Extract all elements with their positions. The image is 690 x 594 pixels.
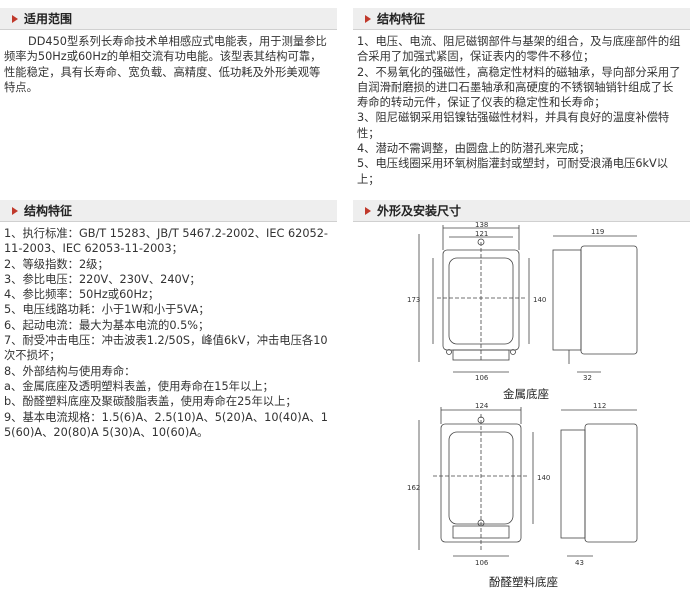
section-title: 外形及安装尺寸 [377,204,462,218]
feature-item: 1、电压、电流、阻尼磁钢部件与基架的组合，及与底座部件的组合采用了加强式紧固，保… [357,35,681,64]
arrow-right-icon [365,206,371,215]
dim-label: 124 [475,402,489,410]
mount-hole [510,349,516,355]
spec-item: a、金属底座及透明塑料表盖，使用寿命在15年以上； [4,379,274,393]
section-body: 1、电压、电流、阻尼磁钢部件与基架的组合，及与底座部件的组合采用了加强式紧固，保… [357,34,684,187]
arrow-right-icon [12,14,18,23]
structure-features-bottom-section: 结构特征 1、执行标准：GB/T 15283、JB/T 5467.2-2002、… [0,200,337,440]
dim-label: 32 [583,374,592,382]
spec-item: 9、基本电流规格：1.5(6)A、2.5(10)A、5(20)A、10(40)A… [4,410,328,439]
section-header: 适用范围 [0,8,337,30]
plastic-base-caption: 酚醛塑料底座 [489,575,558,589]
seal-hole [477,519,485,527]
section-title: 结构特征 [24,204,73,218]
spec-item: 2、等级指数：2级； [4,257,109,271]
metal-front-cover [448,257,514,345]
spec-item: 5、电压线路功耗：小于1W和小于5VA； [4,303,210,317]
hanging-hole [477,416,485,424]
section-header: 外形及安装尺寸 [353,200,690,222]
section-header: 结构特征 [0,200,337,222]
feature-item: 2、不易氧化的强磁性，高稳定性材料的磁轴承，导向部分采用了自润滑耐磨损的进口石墨… [357,65,681,110]
dim-label: 121 [475,230,488,238]
dim-label: 43 [575,559,584,567]
dim-label: 173 [407,296,420,304]
dim-label: 162 [407,484,420,492]
dim-label: 138 [475,222,488,229]
feature-item: 5、电压线圈采用环氧树脂灌封或塑封，可耐受浪涌电压6kV以上； [357,157,669,186]
dim-label: 119 [591,228,604,236]
feature-item: 3、阻尼磁钢采用铝镍钴强磁性材料，并具有良好的温度补偿特性； [357,111,670,140]
section-title: 结构特征 [377,12,426,26]
applicable-description: DD450型系列长寿命技术单相感应式电能表，用于测量参比频率为50Hz或60Hz… [4,35,327,94]
dim-label: 106 [475,374,489,382]
plastic-side-base [560,429,586,539]
arrow-right-icon [12,206,18,215]
hanging-hole [477,238,485,246]
section-header: 结构特征 [353,8,690,30]
arrow-right-icon [365,14,371,23]
spec-item: 8、外部结构与使用寿命： [4,364,136,378]
plastic-base-drawing: 124 162 140 106 112 43 [407,402,638,567]
spec-item: 7、耐受冲击电压：冲击波表1.2/50S，峰值6kV，冲击电压各10次不损坏； [4,334,328,363]
dimensions-section: 外形及安装尺寸 [353,200,690,594]
metal-side-cover [580,245,638,355]
metal-base-drawing: 138 121 173 140 106 119 32 [407,222,638,382]
dim-label: 140 [533,296,546,304]
plastic-side-cover [584,423,638,543]
spec-item: 1、执行标准：GB/T 15283、JB/T 5467.2-2002、IEC 6… [4,227,328,256]
metal-base-caption: 金属底座 [503,387,549,401]
metal-side-base [552,249,582,351]
structure-features-top-section: 结构特征 1、电压、电流、阻尼磁钢部件与基架的组合，及与底座部件的组合采用了加强… [353,8,690,187]
section-body: 1、执行标准：GB/T 15283、JB/T 5467.2-2002、IEC 6… [4,226,331,440]
dim-label: 112 [593,402,606,410]
mount-hole [446,349,452,355]
section-body: DD450型系列长寿命技术单相感应式电能表，用于测量参比频率为50Hz或60Hz… [4,34,331,95]
applicable-scope-section: 适用范围 DD450型系列长寿命技术单相感应式电能表，用于测量参比频率为50Hz… [0,8,337,95]
dim-label: 106 [475,559,489,567]
spec-item: b、酚醛塑料底座及聚碳酸脂表盖，使用寿命在25年以上； [4,395,297,409]
section-title: 适用范围 [24,12,73,26]
spec-item: 3、参比电压：220V、230V、240V； [4,272,201,286]
spec-item: 4、参比频率：50Hz或60Hz； [4,288,160,302]
dim-label: 140 [537,474,550,482]
feature-item: 4、潜动不需调整，由圆盘上的防潜孔来完成； [357,142,591,156]
terminal-block [452,349,510,361]
spec-item: 6、起动电流：最大为基本电流的0.5%； [4,318,210,332]
